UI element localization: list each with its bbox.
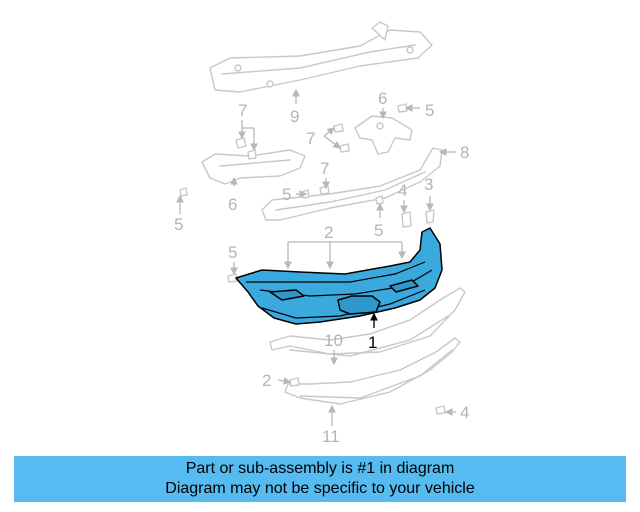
callout-5: 5 bbox=[228, 243, 237, 262]
callout-3: 3 bbox=[424, 175, 433, 194]
bracket-left bbox=[201, 149, 306, 185]
callout-5: 5 bbox=[282, 185, 291, 204]
bumper-cover-part-1[interactable] bbox=[235, 227, 443, 325]
callout-2: 2 bbox=[262, 371, 271, 390]
callout-11: 11 bbox=[322, 427, 340, 446]
callout-7: 7 bbox=[320, 159, 329, 178]
reinforcement-beam bbox=[209, 21, 433, 93]
callout-1: 1 bbox=[368, 333, 377, 352]
callout-labels: 1 9 7 6 5 7 8 7 5 6 4 3 5 5 2 5 10 2 11 … bbox=[174, 89, 469, 446]
callout-4: 4 bbox=[398, 181, 407, 200]
callout-4: 4 bbox=[460, 403, 469, 422]
callout-6: 6 bbox=[228, 195, 237, 214]
callout-5: 5 bbox=[174, 215, 183, 234]
banner-line-2: Diagram may not be specific to your vehi… bbox=[165, 480, 475, 497]
callout-6: 6 bbox=[378, 89, 387, 108]
callout-5: 5 bbox=[425, 101, 434, 120]
lower-valance bbox=[269, 287, 466, 357]
callout-9: 9 bbox=[290, 107, 299, 126]
callout-5: 5 bbox=[374, 221, 383, 240]
info-banner: Part or sub-assembly is #1 in diagram Di… bbox=[14, 456, 626, 502]
callout-7: 7 bbox=[306, 129, 315, 148]
lower-lip bbox=[284, 337, 461, 405]
callout-7: 7 bbox=[238, 101, 247, 120]
callout-8: 8 bbox=[460, 143, 469, 162]
banner-line-1: Part or sub-assembly is #1 in diagram bbox=[185, 460, 455, 477]
energy-absorber bbox=[261, 147, 443, 221]
parts-diagram: 1 9 7 6 5 7 8 7 5 6 4 3 5 5 2 5 10 2 11 … bbox=[174, 21, 469, 446]
bracket-right bbox=[354, 115, 413, 155]
callout-2: 2 bbox=[324, 223, 333, 242]
leader-lines bbox=[176, 88, 456, 426]
callout-10: 10 bbox=[324, 331, 343, 350]
